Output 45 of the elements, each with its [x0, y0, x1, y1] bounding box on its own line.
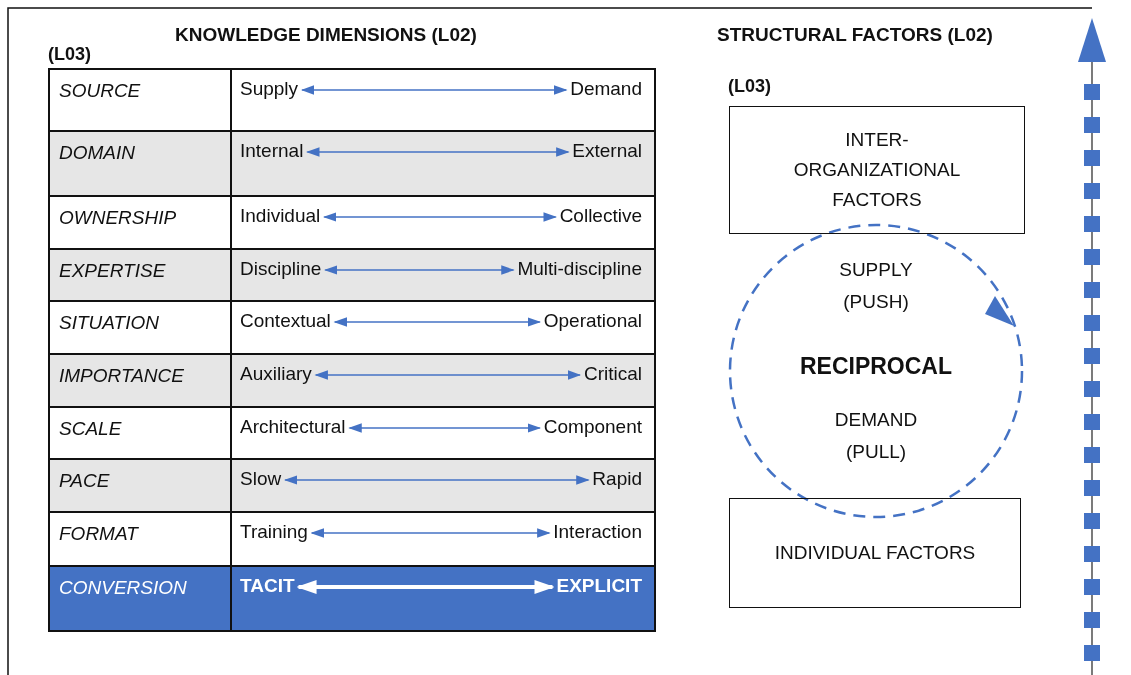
double-arrow [348, 423, 542, 433]
double-arrow [306, 147, 570, 157]
pole-label: Slow [240, 468, 282, 490]
pole-label: Individual [240, 205, 321, 227]
pole-label: Architectural [240, 416, 346, 438]
double-arrow [283, 475, 590, 485]
pole-label: Internal [240, 140, 304, 162]
double-arrow [322, 212, 557, 222]
table-cell: EXPERTISE [48, 248, 232, 302]
pole-label: Contextual [240, 310, 331, 332]
pole-label: EXPLICIT [556, 575, 642, 597]
pole-label: Auxiliary [240, 363, 312, 385]
pole-label: Collective [559, 205, 642, 227]
factor-box: INDIVIDUAL FACTORS [729, 498, 1021, 608]
circle-text: RECIPROCAL [798, 352, 954, 381]
pole-label: Multi-discipline [517, 258, 642, 280]
double-arrow [310, 528, 551, 538]
double-arrow [323, 265, 515, 275]
pole-label: TACIT [240, 575, 295, 597]
pole-label: Supply [240, 78, 299, 100]
section-title: STRUCTURAL FACTORS (L02) [717, 24, 993, 46]
pole-label: Component [543, 416, 642, 438]
pole-label: Critical [583, 363, 642, 385]
pole-label: Interaction [553, 521, 642, 543]
table-cell: PACE [48, 458, 232, 513]
table-cell: CONVERSION [48, 565, 232, 632]
double-arrow [314, 370, 582, 380]
circle-text: SUPPLY (PUSH) [838, 258, 914, 314]
table-cell: IMPORTANCE [48, 353, 232, 408]
section-title: KNOWLEDGE DIMENSIONS (L02) [175, 24, 477, 46]
double-arrow [300, 85, 568, 95]
pole-label: Operational [543, 310, 642, 332]
double-arrow [333, 317, 542, 327]
level-label: (L03) [728, 76, 771, 97]
circle-text: DEMAND (PULL) [833, 408, 919, 464]
pole-label: External [572, 140, 642, 162]
factor-box: INTER-ORGANIZATIONAL FACTORS [729, 106, 1025, 234]
table-cell: SOURCE [48, 68, 232, 132]
pole-label: Demand [570, 78, 642, 100]
level-label: (L03) [48, 44, 91, 65]
pole-label: Rapid [592, 468, 642, 490]
double-arrow [296, 580, 555, 594]
pole-label: Discipline [240, 258, 322, 280]
pole-label: Training [240, 521, 308, 543]
table-cell: DOMAIN [48, 130, 232, 197]
